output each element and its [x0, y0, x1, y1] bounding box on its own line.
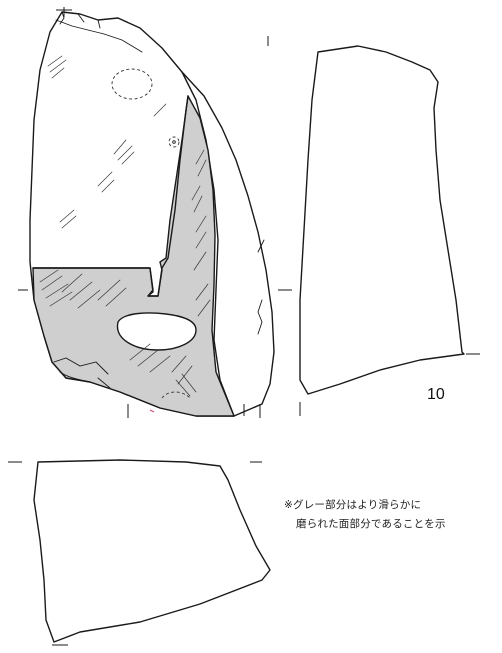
front-view	[18, 7, 290, 418]
front-view-top-edge-2	[59, 11, 65, 25]
bottom-view	[8, 459, 271, 646]
front-view-top-chips	[77, 13, 101, 29]
side-view	[280, 45, 480, 416]
front-view-depression-small	[168, 136, 180, 148]
front-view-top-edge	[55, 19, 143, 53]
front-view-depression-top	[111, 68, 153, 100]
front-view-hole	[116, 312, 197, 351]
front-view-side-chips	[257, 239, 265, 335]
note-line-2: 磨られた面部分であることを示	[296, 518, 446, 530]
note-line-1: ※グレー部分はより滑らかに	[284, 499, 422, 511]
polished-boundary	[32, 95, 189, 297]
front-view-depression-bottom	[161, 391, 191, 399]
figure-number: 10	[427, 386, 445, 403]
striations-polished	[39, 215, 211, 397]
polished-area	[32, 95, 235, 417]
front-view-chips	[53, 357, 111, 389]
side-view-outline	[299, 45, 465, 395]
front-view-ridge	[181, 71, 235, 417]
front-view-outline	[29, 11, 275, 417]
striations-upper	[47, 55, 207, 229]
print-mark	[149, 409, 155, 413]
bottom-view-outline	[33, 459, 271, 643]
